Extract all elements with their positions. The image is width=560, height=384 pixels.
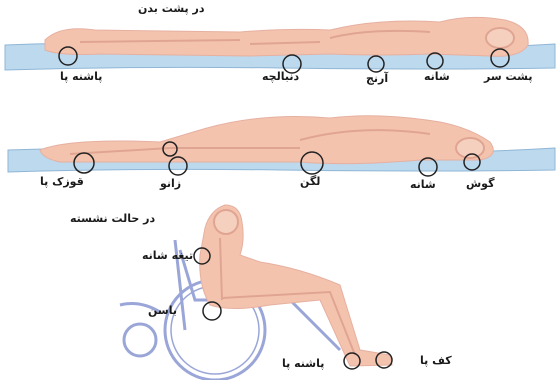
label-tailbone: دنبالچه bbox=[262, 70, 299, 83]
sitting-panel bbox=[120, 205, 392, 380]
label-hip: لگن bbox=[300, 175, 320, 188]
sitting-title: در حالت نشسته bbox=[70, 212, 155, 225]
label-buttock: باسن bbox=[148, 304, 177, 317]
supine-title: در پشت بدن bbox=[138, 2, 204, 15]
label-scapula: تیغه شانه bbox=[142, 249, 193, 262]
label-side-shoulder: شانه bbox=[410, 178, 436, 191]
supine-panel bbox=[5, 17, 555, 73]
supine-body bbox=[45, 17, 528, 56]
label-sole: کف پا bbox=[420, 354, 452, 367]
label-ankle: قوزک پا bbox=[40, 175, 84, 188]
side-panel bbox=[8, 116, 555, 176]
label-elbow: آرنج bbox=[366, 72, 388, 85]
label-heel: پاشنه پا bbox=[60, 70, 102, 83]
label-shoulder: شانه bbox=[424, 70, 450, 83]
side-body bbox=[40, 116, 493, 164]
label-back-of-head: پشت سر bbox=[484, 70, 532, 83]
label-knee: زانو bbox=[160, 177, 181, 190]
label-ear: گوش bbox=[466, 177, 494, 190]
label-sitting-heel: پاشنه پا bbox=[282, 357, 324, 370]
